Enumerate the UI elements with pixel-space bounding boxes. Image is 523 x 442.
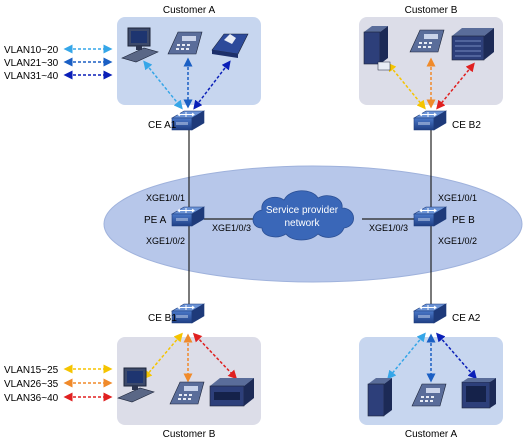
legend-bottom-item-3: VLAN36~40: [4, 393, 59, 404]
service-provider-cloud: Service provider network: [252, 190, 354, 241]
port-pe-b-left: XGE1/0/3: [369, 223, 408, 233]
legend-top-item-3: VLAN31~40: [4, 71, 59, 82]
label-ce-a1: CE A1: [148, 120, 177, 131]
legend-bottom-item-1: VLAN15~25: [4, 365, 59, 376]
port-pe-b-up: XGE1/0/1: [438, 193, 477, 203]
site-title-bottom-left: Customer B: [163, 429, 216, 440]
flow-arrow-a1-pc: [143, 60, 183, 110]
ip-phone-icon: [167, 31, 203, 55]
flow-arrow-b1-pc: [143, 332, 183, 380]
legend-bottom-item-2: VLAN26~35: [4, 379, 59, 390]
label-pe-b: PE B: [452, 215, 475, 226]
switch-ce-a2[interactable]: [413, 303, 447, 324]
legend-top-item-1: VLAN10~20: [4, 45, 59, 56]
server-icon: [363, 26, 391, 71]
storage-array-icon: [209, 378, 254, 407]
switch-ce-b2[interactable]: [413, 110, 447, 131]
cloud-label-line2: network: [284, 218, 320, 229]
printer-icon: [211, 33, 249, 58]
storage-array-icon: [451, 28, 494, 61]
flow-arrow-a2-server: [387, 332, 426, 380]
ip-phone-icon: [411, 383, 447, 407]
site-title-bottom-right: Customer A: [405, 429, 458, 440]
cloud-label-line1: Service provider: [266, 205, 339, 216]
server-icon: [367, 378, 392, 417]
site-title-top-right: Customer B: [405, 5, 458, 16]
legend-top-item-2: VLAN21~30: [4, 58, 59, 69]
ip-phone-icon: [409, 29, 445, 53]
flow-arrow-a2-pc: [436, 332, 477, 380]
flow-arrow-a1-printer: [193, 60, 231, 110]
pc-icon: [117, 367, 155, 403]
monitor-icon: [461, 378, 496, 409]
switch-ce-a1[interactable]: [171, 110, 205, 131]
port-pe-a-up: XGE1/0/1: [146, 193, 185, 203]
port-pe-a-down: XGE1/0/2: [146, 236, 185, 246]
label-ce-a2: CE A2: [452, 313, 481, 324]
ip-phone-icon: [169, 381, 205, 405]
port-pe-b-down: XGE1/0/2: [438, 236, 477, 246]
label-ce-b2: CE B2: [452, 120, 481, 131]
links: [188, 124, 432, 312]
flow-arrow-b1-storage: [192, 332, 238, 380]
label-ce-b1: CE B1: [148, 313, 177, 324]
site-title-top-left: Customer A: [163, 5, 216, 16]
flow-arrow-b2-storage: [436, 62, 475, 110]
pc-icon: [121, 27, 159, 63]
flow-arrow-b2-server: [387, 62, 426, 110]
label-pe-a: PE A: [144, 215, 167, 226]
port-pe-a-right: XGE1/0/3: [212, 223, 251, 233]
